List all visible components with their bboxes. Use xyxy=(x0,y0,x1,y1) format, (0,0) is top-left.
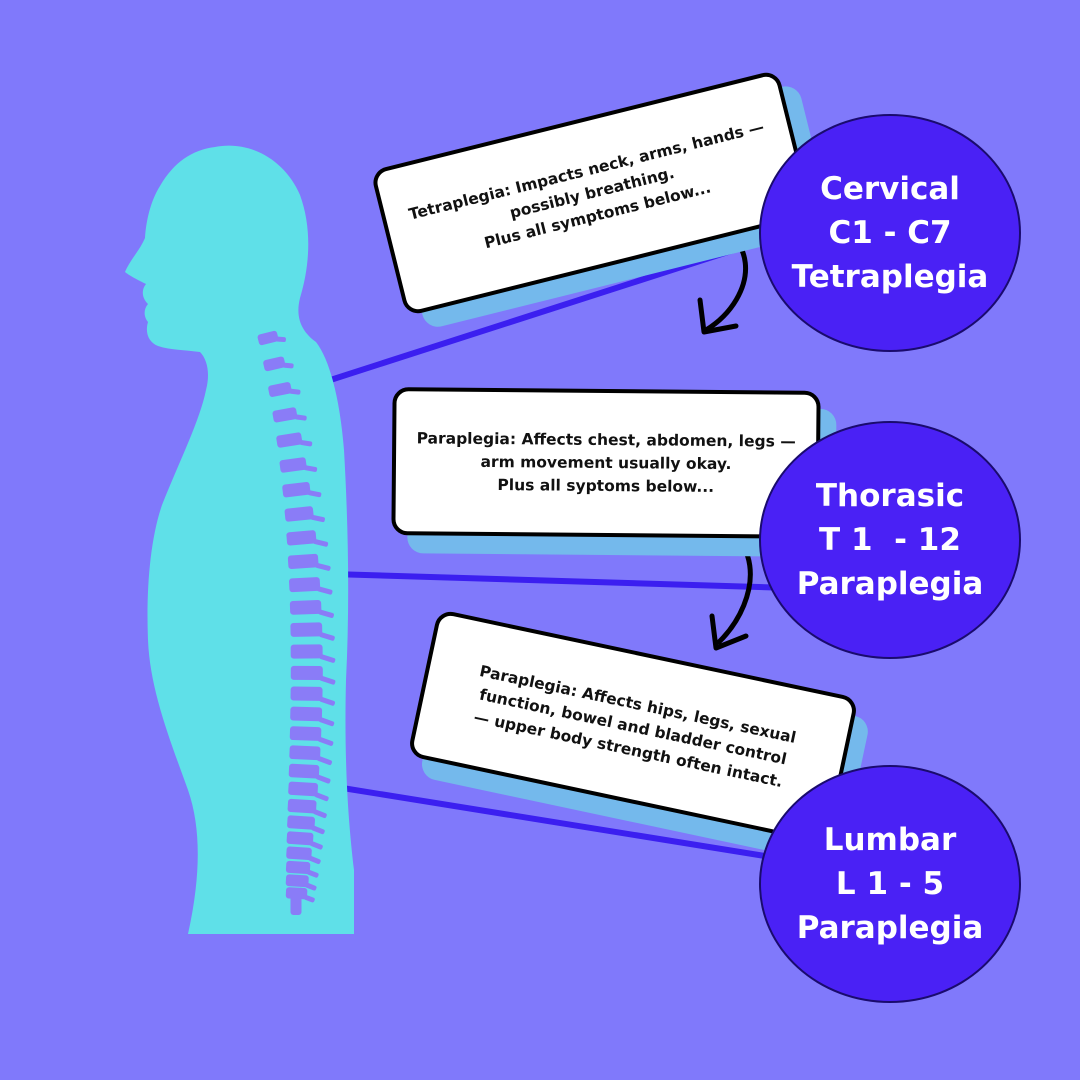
vertebra xyxy=(285,874,309,888)
vertebra-process xyxy=(297,887,304,898)
thoracic-info-card: Paraplegia: Affects chest, abdomen, legs… xyxy=(391,387,837,558)
vertebra xyxy=(286,846,312,861)
vertebra xyxy=(290,665,323,680)
vertebra-process xyxy=(313,539,329,547)
vertebra xyxy=(290,622,323,637)
badge-condition: Paraplegia xyxy=(796,910,984,946)
vertebra-process xyxy=(318,609,334,618)
vertebra-process xyxy=(299,440,313,447)
vertebra-process xyxy=(304,895,315,903)
vertebra-process xyxy=(315,563,331,571)
vertebra xyxy=(287,553,319,569)
vertebra-process xyxy=(318,717,335,727)
vertebra xyxy=(288,781,318,797)
vertebra xyxy=(263,356,286,372)
vertebra xyxy=(288,763,320,779)
vertebra-process xyxy=(317,586,333,595)
badge-range: C1 - C7 xyxy=(828,215,952,251)
vertebra xyxy=(272,407,298,423)
vertebra-process xyxy=(312,809,327,819)
vertebra-process xyxy=(306,869,319,878)
badge-region: Lumbar xyxy=(823,822,957,858)
vertebra-process xyxy=(319,654,336,663)
badge-range: L 1 - 5 xyxy=(835,866,945,902)
badge-range: T 1 - 12 xyxy=(819,522,961,558)
vertebra xyxy=(268,382,292,397)
vertebra xyxy=(286,530,317,546)
vertebra xyxy=(279,457,307,473)
card-text-line: arm movement usually okay. xyxy=(480,452,732,473)
vertebra-process xyxy=(275,336,286,343)
badge-condition: Paraplegia xyxy=(796,566,984,602)
lumbar-connector-line xyxy=(329,783,791,863)
vertebra-process xyxy=(289,388,301,395)
vertebra xyxy=(289,726,322,741)
vertebra-process xyxy=(319,675,336,685)
vertebra-process xyxy=(314,792,329,802)
vertebra xyxy=(290,706,323,722)
badge-region: Cervical xyxy=(820,171,960,207)
vertebra-process xyxy=(303,465,318,472)
vertebra xyxy=(289,745,321,761)
vertebra xyxy=(287,798,317,814)
vertebra xyxy=(289,600,322,615)
vertebra xyxy=(290,644,323,659)
card-text-line: Paraplegia: Affects chest, abdomen, legs… xyxy=(416,428,796,451)
vertebra-process xyxy=(318,736,334,746)
vertebra xyxy=(286,831,314,846)
vertebra xyxy=(285,860,311,874)
spine-vertebrae xyxy=(257,330,336,915)
vertebra-process xyxy=(319,632,335,641)
vertebra-process xyxy=(319,696,335,706)
vertebra-process xyxy=(315,774,331,784)
vertebra xyxy=(289,577,321,593)
card-text-line: Plus all syptoms below... xyxy=(497,475,715,496)
badge-region: Thorasic xyxy=(815,478,965,514)
vertebra-process xyxy=(307,490,322,498)
vertebra xyxy=(257,330,279,346)
vertebra xyxy=(290,895,302,915)
badge-condition: Tetraplegia xyxy=(791,259,989,295)
vertebra-process xyxy=(308,855,321,865)
vertebra xyxy=(290,686,323,701)
vertebra-process xyxy=(316,756,333,766)
vertebra-process xyxy=(282,362,294,369)
cervical-badge: Cervical C1 - C7 Tetraplegia xyxy=(759,114,1021,352)
vertebra xyxy=(287,815,316,830)
vertebra xyxy=(282,481,311,498)
vertebra xyxy=(276,432,303,448)
vertebra-process xyxy=(294,414,307,421)
vertebra-process xyxy=(309,841,323,850)
vertebra xyxy=(284,506,314,522)
thoracic-badge: Thorasic T 1 - 12 Paraplegia xyxy=(759,421,1021,659)
card-body: Paraplegia: Affects chest, abdomen, legs… xyxy=(391,387,821,539)
lumbar-badge: Lumbar L 1 - 5 Paraplegia xyxy=(759,765,1021,1003)
vertebra-process xyxy=(311,825,325,835)
vertebra-process xyxy=(310,514,325,523)
vertebra-process xyxy=(305,882,317,891)
thoracic-connector-line xyxy=(331,571,791,591)
